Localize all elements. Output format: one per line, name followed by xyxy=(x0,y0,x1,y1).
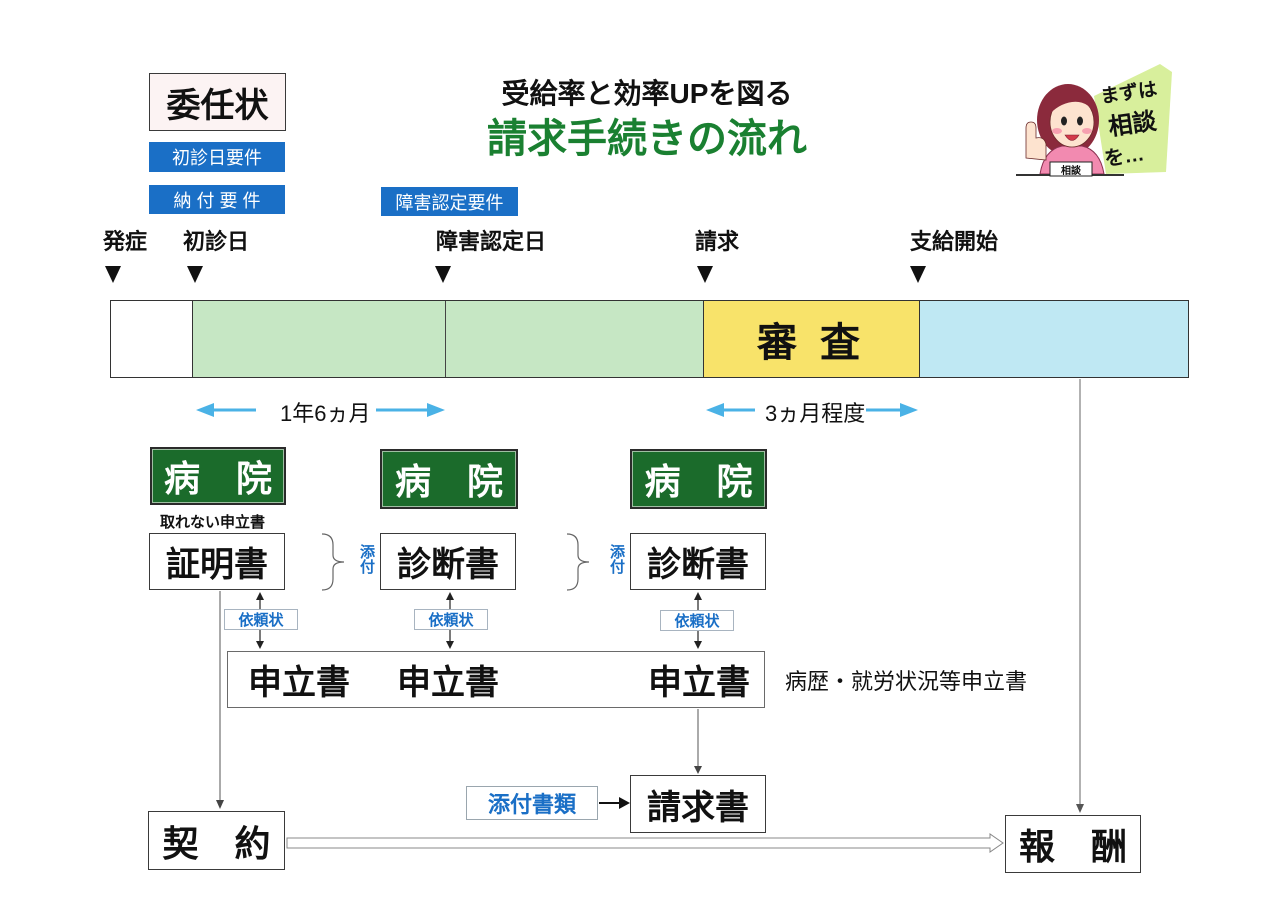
consultant-woman-icon xyxy=(1016,64,1172,177)
diagnosis-label: 診断書 xyxy=(397,546,499,584)
timeline-segment-payment xyxy=(920,301,1188,377)
arrow-head xyxy=(427,403,445,417)
arrow-head xyxy=(706,403,724,417)
arrow-head xyxy=(196,403,214,417)
attachments-to-claim-arrow xyxy=(599,797,630,809)
duration-label-review: 3ヵ月程度 xyxy=(765,401,866,426)
down-triangle-icon xyxy=(910,266,926,283)
timeline-segment-waiting-1 xyxy=(193,301,446,377)
page-subtitle: 受給率と効率UPを図る xyxy=(501,78,793,109)
fee-box: 報 酬 xyxy=(1005,815,1141,873)
milestone-first-visit: 初診日 xyxy=(183,229,250,254)
attachments-box: 添付書類 xyxy=(466,786,598,820)
timeline-segment-waiting-2 xyxy=(446,301,704,377)
attach-label-1: 添付 xyxy=(358,544,375,574)
nameplate xyxy=(1049,161,1093,177)
hospital-box-3: 病 院 xyxy=(630,449,767,509)
hospital-box-1: 病 院 xyxy=(150,447,286,505)
left-eye xyxy=(1061,116,1067,126)
arrow-head xyxy=(216,800,224,809)
speech-highlight xyxy=(1094,64,1172,174)
speech-line-3: を… xyxy=(1103,143,1146,171)
certificate-label: 証明書 xyxy=(166,546,268,584)
power-of-attorney-label: 委任状 xyxy=(166,86,269,125)
arrow-head xyxy=(619,797,630,809)
disability-requirement-tag: 障害認定要件 xyxy=(381,187,518,216)
attach-label-2: 添付 xyxy=(608,544,625,574)
timeline-segment-onset xyxy=(111,301,193,377)
down-triangle-icon xyxy=(187,266,203,283)
arrow-head xyxy=(694,766,702,774)
speech-line-2: 相談 xyxy=(1106,107,1159,142)
payment-to-fee-arrow xyxy=(1076,379,1084,813)
duration-arrow-right-2 xyxy=(866,403,918,417)
arrow-head-down xyxy=(256,641,264,649)
raised-hand xyxy=(1025,121,1047,161)
arrow-head xyxy=(1076,804,1084,813)
unobtainable-note: 取れない申立書 xyxy=(160,514,266,531)
duration-arrow-left-1 xyxy=(196,403,256,417)
milestone-claim: 請求 xyxy=(695,229,740,254)
diagnosis-label: 診断書 xyxy=(647,546,749,584)
timeline-bar: 審 査 xyxy=(110,300,1189,378)
certificate-to-contract-arrow xyxy=(216,591,224,809)
arrow-head-up xyxy=(256,592,264,600)
statement-label-2: 申立書 xyxy=(397,664,499,702)
bangs xyxy=(1048,88,1096,116)
power-of-attorney-box: 委任状 xyxy=(149,73,286,131)
statement-to-claim-arrow xyxy=(694,709,702,774)
hospital-box-2: 病 院 xyxy=(380,449,518,509)
statement-label-1: 申立書 xyxy=(248,664,350,702)
arrow-head-down xyxy=(694,641,702,649)
claim-form-box: 請求書 xyxy=(630,775,766,833)
duration-arrow-left-2 xyxy=(706,403,755,417)
right-eye xyxy=(1077,116,1083,126)
mouth xyxy=(1064,134,1080,141)
payment-requirement-tag: 納 付 要 件 xyxy=(149,185,285,214)
page-title: 請求手続きの流れ xyxy=(487,117,807,161)
arrow-head xyxy=(900,403,918,417)
right-cheek xyxy=(1082,128,1092,134)
left-cheek xyxy=(1052,128,1062,134)
review-label: 審 査 xyxy=(756,321,867,365)
milestone-payment-start: 支給開始 xyxy=(910,229,999,254)
statements-box: 申立書 申立書 申立書 xyxy=(227,651,765,708)
duration-arrow-right-1 xyxy=(376,403,445,417)
certificate-box: 証明書 xyxy=(149,533,285,590)
mascot-illustration: まずは 相談 を… 相談 xyxy=(1010,62,1175,180)
milestone-recognition-date: 障害認定日 xyxy=(436,229,547,254)
attach-brace-2 xyxy=(566,533,590,591)
diagnosis-box-1: 診断書 xyxy=(380,533,516,590)
duration-label-recognition: 1年6ヵ月 xyxy=(280,401,371,426)
nameplate-label: 相談 xyxy=(1061,165,1081,177)
statement-caption: 病歴・就労状況等申立書 xyxy=(785,669,1028,694)
diagnosis-box-2: 診断書 xyxy=(630,533,766,590)
timeline-segment-review: 審 査 xyxy=(704,301,920,377)
attach-brace-1 xyxy=(321,533,345,591)
contract-box: 契 約 xyxy=(148,811,285,870)
statement-label-3: 申立書 xyxy=(648,664,750,702)
claim-form-label: 請求書 xyxy=(647,788,749,827)
contract-to-fee-arrow xyxy=(286,833,1004,853)
arrow-head-up xyxy=(446,592,454,600)
fee-label: 報 酬 xyxy=(1018,826,1127,867)
arrow-head-up xyxy=(694,592,702,600)
request-letter-tag-2: 依頼状 xyxy=(414,609,488,630)
down-triangle-icon xyxy=(697,266,713,283)
first-visit-requirement-tag: 初診日要件 xyxy=(149,142,285,172)
request-letter-tag-1: 依頼状 xyxy=(224,609,298,630)
arrow-head-down xyxy=(446,641,454,649)
contract-label: 契 約 xyxy=(162,822,271,864)
down-triangle-icon xyxy=(105,266,121,283)
request-letter-tag-3: 依頼状 xyxy=(660,610,734,631)
milestone-onset: 発症 xyxy=(103,229,148,254)
down-triangle-icon xyxy=(435,266,451,283)
